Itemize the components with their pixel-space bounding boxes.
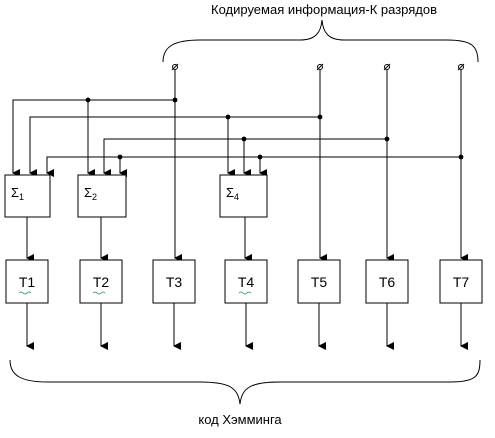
trigger-t6: T6 <box>365 259 409 304</box>
summator-s4-symbol: Σ <box>226 185 234 200</box>
summator-s4-sub: 4 <box>234 192 239 202</box>
parity-bus-lines <box>12 99 461 177</box>
trigger-t1: T1 <box>5 259 49 304</box>
trigger-t3-label: T3 <box>166 274 183 290</box>
junction-dots <box>85 97 464 160</box>
input-terminal-3 <box>172 64 178 70</box>
summator-s1-sub: 1 <box>19 192 24 202</box>
summator-s1: Σ1 <box>4 174 51 218</box>
input-terminal-6 <box>384 64 390 70</box>
bottom-brace <box>9 359 481 405</box>
top-brace <box>162 19 479 63</box>
svg-text:Σ2: Σ2 <box>84 185 97 202</box>
summator-s4: Σ4 <box>219 174 268 218</box>
summator-s1-symbol: Σ <box>11 185 19 200</box>
bottom-title: код Хэмминга <box>198 412 282 427</box>
trigger-t6-label: T6 <box>379 274 396 290</box>
input-terminals <box>171 63 465 71</box>
top-title: Кодируемая информация-К разрядов <box>211 2 437 17</box>
trigger-t7: T7 <box>439 259 483 304</box>
trigger-t4-label: T4 <box>238 274 255 290</box>
trigger-t5-label: T5 <box>311 274 328 290</box>
trigger-t2-label: T2 <box>93 274 110 290</box>
trigger-t2: T2 <box>79 259 123 304</box>
input-terminal-5 <box>317 64 323 70</box>
summator-s2-symbol: Σ <box>84 185 92 200</box>
summator-s2: Σ2 <box>77 174 127 218</box>
trigger-t5: T5 <box>297 259 341 304</box>
output-arrows <box>26 303 468 350</box>
input-terminal-7 <box>458 64 464 70</box>
trigger-boxes: T1 T2 T3 T4 T5 T6 <box>5 259 483 304</box>
trigger-t1-label: T1 <box>19 274 36 290</box>
input-lines <box>174 70 468 262</box>
summator-output-lines <box>26 217 252 262</box>
trigger-t4: T4 <box>224 259 268 304</box>
svg-text:Σ4: Σ4 <box>226 185 239 202</box>
svg-text:Σ1: Σ1 <box>11 185 24 202</box>
trigger-t7-label: T7 <box>453 274 470 290</box>
trigger-t3: T3 <box>152 259 196 304</box>
summator-s2-sub: 2 <box>92 192 97 202</box>
